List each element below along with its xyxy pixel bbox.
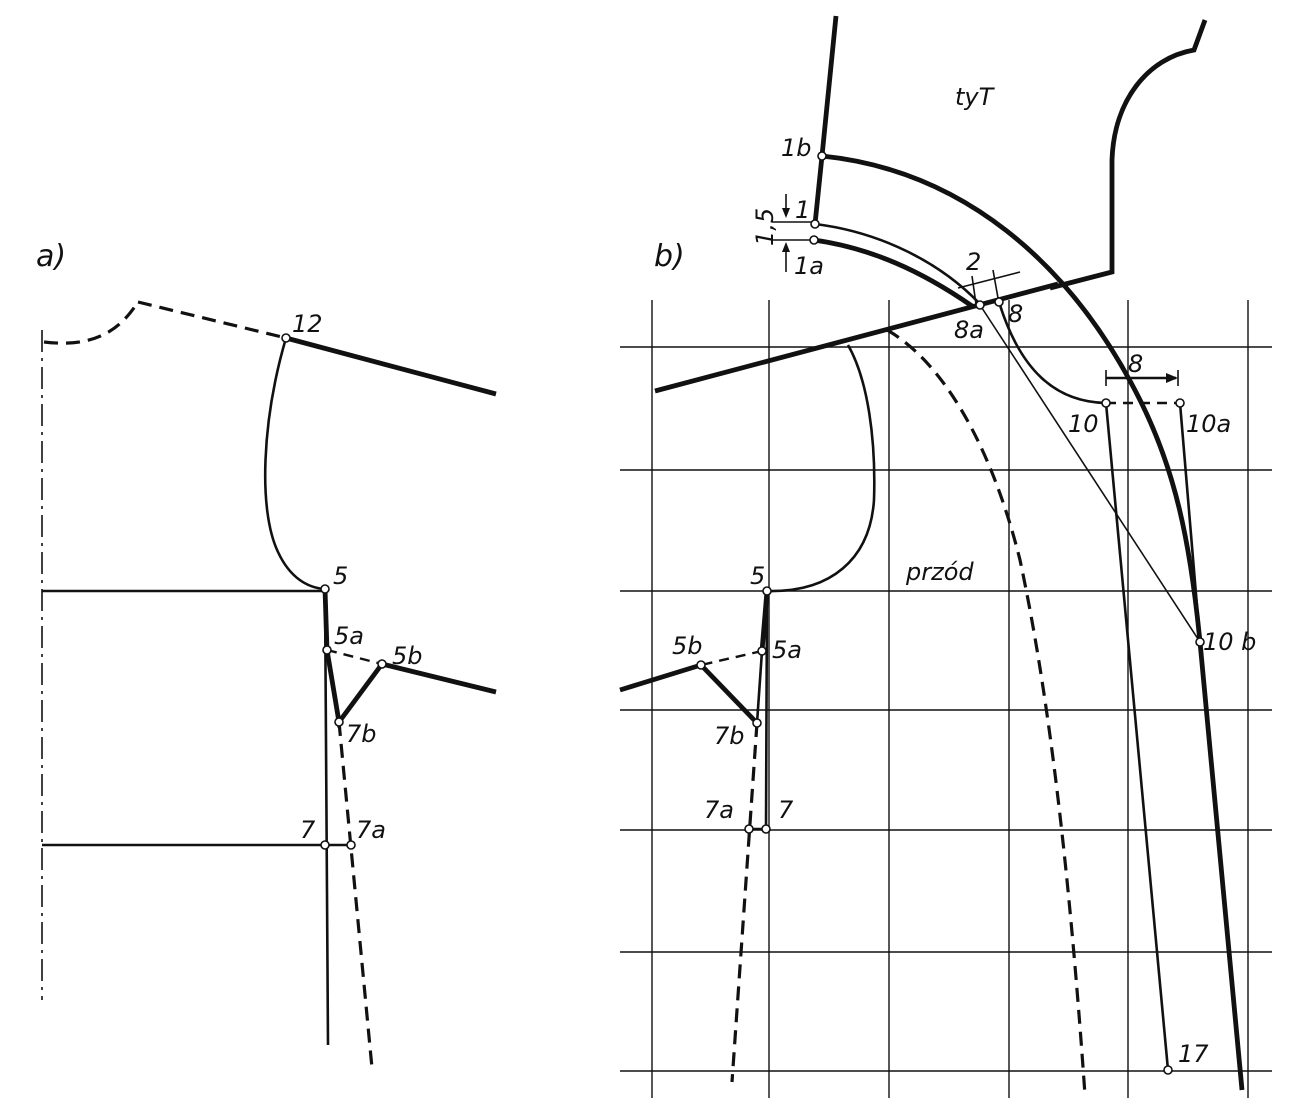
front-side-line: [755, 650, 764, 724]
label-1b: 1b: [781, 134, 812, 162]
point-5-b: [762, 586, 772, 596]
front-dart-dashed: [700, 649, 763, 667]
inner-curve-1: [814, 222, 981, 305]
dim-2-label: 2: [966, 248, 981, 276]
front-dashed-down: [730, 722, 759, 1083]
back-center-lower: [812, 155, 825, 225]
dim-1-5-label: 1,5: [751, 208, 779, 246]
point-7b-b: [752, 718, 762, 728]
point-10: [1101, 398, 1111, 408]
label-5-a: 5: [333, 562, 348, 590]
point-5b-b: [696, 660, 706, 670]
dimension-8: 8: [1105, 350, 1179, 386]
label-1a: 1a: [794, 252, 824, 280]
front-dashed-curve: [886, 328, 1087, 1096]
back-armhole-curve: [821, 153, 1203, 643]
back-neck-outline: [1049, 19, 1208, 291]
point-10b: [1195, 637, 1205, 647]
curve-8-to-10: [997, 301, 1107, 405]
point-8: [994, 297, 1004, 307]
dart-dashed: [326, 648, 383, 666]
label-5a-a: 5a: [334, 622, 364, 650]
label-12: 12: [292, 310, 323, 338]
label-7a-a: 7a: [356, 816, 386, 844]
shoulder-line: [285, 335, 497, 397]
lower-line: [381, 661, 497, 695]
side-seam-line: [323, 588, 330, 1046]
label-7-a: 7: [300, 816, 316, 844]
label-back: tyT: [955, 83, 996, 111]
point-5-a: [320, 584, 330, 594]
panel-b: b): [619, 15, 1272, 1098]
back-side-seam: [1197, 641, 1245, 1091]
point-7-a: [320, 840, 330, 850]
label-7b-b: 7b: [714, 722, 745, 750]
label-10: 10: [1068, 410, 1099, 438]
front-lower-line: [619, 662, 702, 693]
label-10b: 10 b: [1203, 628, 1256, 656]
inner-curve-1a: [813, 237, 974, 308]
point-8a: [975, 300, 985, 310]
armhole-curve: [263, 337, 326, 591]
panel-a-label: a): [36, 239, 66, 274]
label-5-b: 5: [750, 562, 765, 590]
point-7a-b: [744, 824, 754, 834]
front-armhole: [768, 344, 876, 593]
point-7b-a: [334, 717, 344, 727]
side-dashed: [337, 721, 374, 1069]
back-center-top: [819, 15, 839, 157]
label-1: 1: [795, 196, 810, 224]
label-5b-b: 5b: [672, 632, 703, 660]
neckline-dashed: [43, 301, 140, 345]
dimension-1-5: 1,5: [751, 194, 814, 272]
front-dart-leg: [699, 663, 759, 725]
line-10-to-17: [1104, 402, 1170, 1071]
point-10a: [1175, 398, 1185, 408]
panel-a: a) 12: [36, 239, 497, 1069]
point-17: [1163, 1065, 1173, 1075]
panel-b-label: b): [654, 239, 685, 274]
label-5a-b: 5a: [772, 636, 802, 664]
label-10a: 10a: [1186, 410, 1231, 438]
point-1a: [809, 235, 819, 245]
point-12-a: [281, 333, 291, 343]
grid: [620, 300, 1272, 1098]
point-1b: [817, 151, 827, 161]
shoulder-dashed: [137, 300, 287, 340]
point-5a-b: [757, 646, 767, 656]
label-8: 8: [1008, 300, 1023, 328]
line-8a-to-10b: [979, 304, 1201, 643]
label-7a-b: 7a: [704, 796, 734, 824]
point-5b-a: [377, 659, 387, 669]
point-5a-a: [322, 645, 332, 655]
label-17: 17: [1178, 1040, 1209, 1068]
label-7b-a: 7b: [346, 720, 377, 748]
point-7a-a: [346, 840, 356, 850]
line-10a-to-10b: [1178, 402, 1202, 643]
front-shoulder-line: [654, 281, 1059, 394]
dart-lines: [324, 649, 384, 728]
dim-8-label: 8: [1128, 350, 1143, 378]
front-side-vertical: [764, 590, 769, 830]
point-7-b: [761, 824, 771, 834]
dimension-2: 2: [957, 248, 1021, 305]
label-5b-a: 5b: [392, 642, 423, 670]
label-8a: 8a: [954, 316, 984, 344]
label-7-b: 7: [778, 796, 794, 824]
label-front: przód: [905, 558, 974, 586]
side-seam-bold: [322, 588, 330, 651]
point-1: [810, 219, 820, 229]
